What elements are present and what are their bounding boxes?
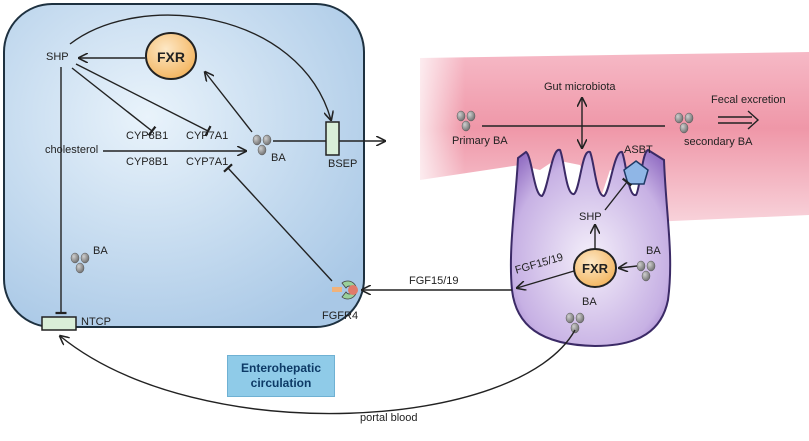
label-fxr-liver: FXR xyxy=(157,49,185,65)
label-ba-liver: BA xyxy=(93,245,108,257)
ntcp-transporter xyxy=(41,316,77,331)
label-fxr-intestine: FXR xyxy=(582,261,608,276)
fgfr4-receptor xyxy=(332,280,358,300)
inhibit-shp-asbt xyxy=(604,177,633,211)
label-ba-center: BA xyxy=(271,152,286,164)
arrow-ba-to-fxr xyxy=(205,72,253,133)
label-cyp8b1-top: CYP8B1 xyxy=(126,130,169,142)
label-cholesterol: cholesterol xyxy=(45,144,99,156)
label-cyp7a1-top: CYP7A1 xyxy=(186,130,229,142)
enterocyte-cell xyxy=(509,148,672,348)
inhibit-shp-cyp7a1 xyxy=(75,63,212,137)
label-portal-blood: portal blood xyxy=(360,412,418,424)
bsep-transporter xyxy=(325,121,340,156)
label-bsep: BSEP xyxy=(328,158,358,170)
label-shp-intestine: SHP xyxy=(579,211,602,223)
enterohepatic-line2: circulation xyxy=(250,376,312,390)
label-shp-liver: SHP xyxy=(46,51,69,63)
arrow-fxr-to-fgf xyxy=(517,270,575,288)
label-fecal-excretion: Fecal excretion xyxy=(711,94,786,106)
fxr-liver-circle xyxy=(145,32,197,80)
inhibit-shp-cyp8b1 xyxy=(71,67,157,137)
label-cyp8b1-bottom: CYP8B1 xyxy=(126,156,169,168)
label-fgfr4: FGFR4 xyxy=(322,310,359,322)
label-ba-intestine-right: BA xyxy=(646,245,661,257)
label-primary-ba: Primary BA xyxy=(452,135,508,147)
arrow-shp-to-bsep xyxy=(69,14,331,120)
label-ntcp: NTCP xyxy=(81,316,111,328)
bile-acid-dots xyxy=(70,110,694,334)
inhibit-fgfr4-cyp7a1 xyxy=(223,163,333,282)
label-secondary-ba: secondary BA xyxy=(684,136,753,148)
arrow-ba-to-fxr-intestine xyxy=(619,266,638,268)
label-fgf-left: FGF15/19 xyxy=(409,275,459,287)
gut-lumen xyxy=(405,50,809,222)
label-asbt: ASBT xyxy=(624,144,653,156)
label-ba-intestine-bottom: BA xyxy=(582,296,597,308)
enterohepatic-line1: Enterohepatic xyxy=(240,361,321,375)
fecal-excretion-arrow xyxy=(718,110,760,130)
label-cyp7a1-bottom: CYP7A1 xyxy=(186,156,229,168)
arrow-portal-blood xyxy=(60,329,576,415)
label-gut-microbiota: Gut microbiota xyxy=(544,81,616,93)
enterohepatic-circulation-box: Enterohepatic circulation xyxy=(227,355,335,397)
